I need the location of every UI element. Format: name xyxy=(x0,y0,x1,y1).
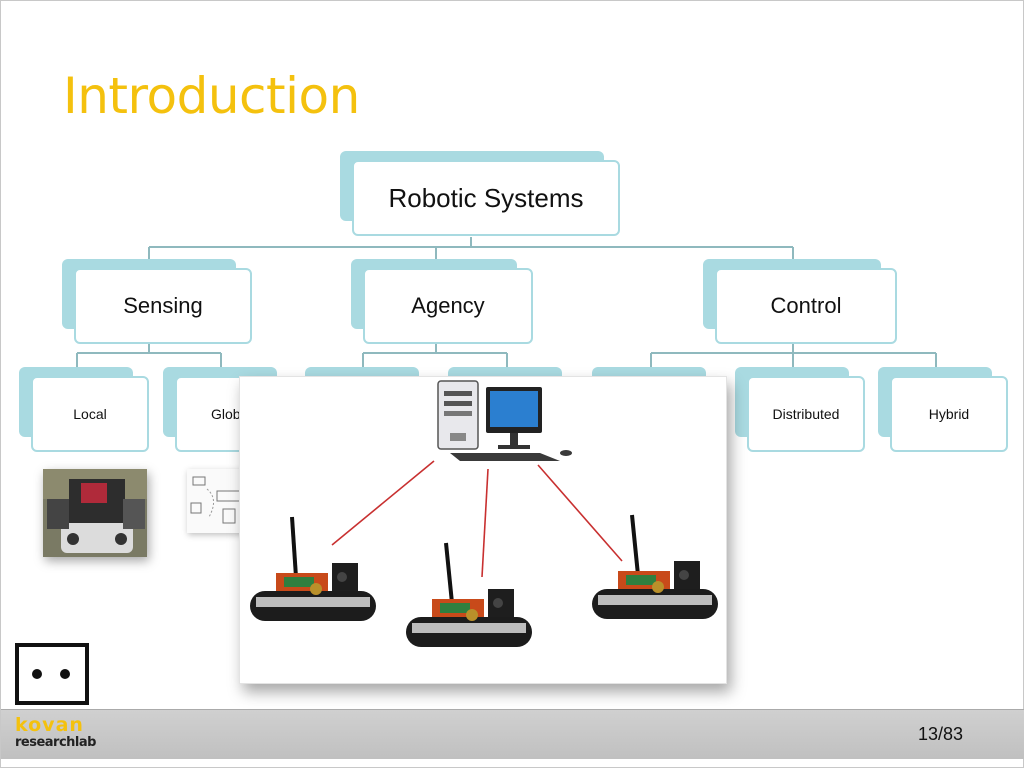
node-control: Control xyxy=(703,259,899,345)
page-number: 13/83 xyxy=(917,724,963,744)
kovan-mark-icon xyxy=(15,643,89,705)
logo-line2: researchlab xyxy=(15,735,96,750)
node-label: Sensing xyxy=(123,293,203,318)
node-label: Distributed xyxy=(772,406,840,422)
multi-robot-illustration xyxy=(250,380,718,647)
logo-line1: kovan xyxy=(15,714,84,736)
node-hybrid: Hybrid xyxy=(878,367,1010,453)
node-label: Glob xyxy=(211,406,241,422)
robot-icon xyxy=(592,514,718,619)
node-sensing: Sensing xyxy=(62,259,254,345)
robot-icon xyxy=(406,542,532,647)
computer-icon xyxy=(437,380,572,461)
robot-photo xyxy=(43,469,147,557)
node-label: Hybrid xyxy=(928,406,970,422)
multi-robot-image xyxy=(239,376,727,684)
node-label: Control xyxy=(770,293,842,318)
node-agency: Agency xyxy=(351,259,535,345)
node-label: Agency xyxy=(411,293,485,318)
robot-icon xyxy=(250,516,376,621)
slide-footer: kovan researchlab 13/83 xyxy=(1,709,1024,759)
node-distributed: Distributed xyxy=(735,367,867,453)
node-robotic-systems: Robotic Systems xyxy=(340,151,622,237)
node-local: Local xyxy=(19,367,151,453)
slide-title: Introduction xyxy=(63,67,360,125)
node-label: Robotic Systems xyxy=(388,182,584,213)
node-label: Local xyxy=(73,406,107,422)
